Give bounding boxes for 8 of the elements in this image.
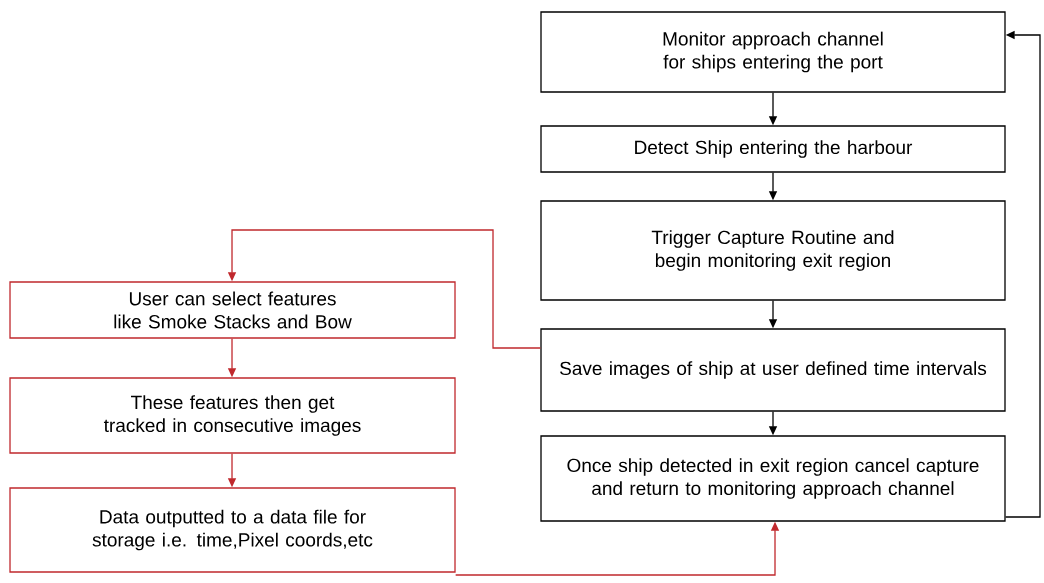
process-box: Detect Ship entering the harbour [540, 125, 1006, 173]
process-box: Save images of ship at user defined time intervals [540, 328, 1006, 412]
process-box: User can select features like Smoke Stacks and Bow [9, 281, 456, 339]
process-box: These features then get tracked in consecutive images [9, 377, 456, 454]
process-box: Data outputted to a data file for storage i.e. time,Pixel coords,etc [9, 487, 456, 573]
process-box: Monitor approach channel for ships entering the port [540, 11, 1006, 93]
process-box: Once ship detected in exit region cancel capture and return to monitoring approach channel [540, 435, 1006, 522]
process-box: Trigger Capture Routine and begin monitoring exit region [540, 200, 1006, 301]
